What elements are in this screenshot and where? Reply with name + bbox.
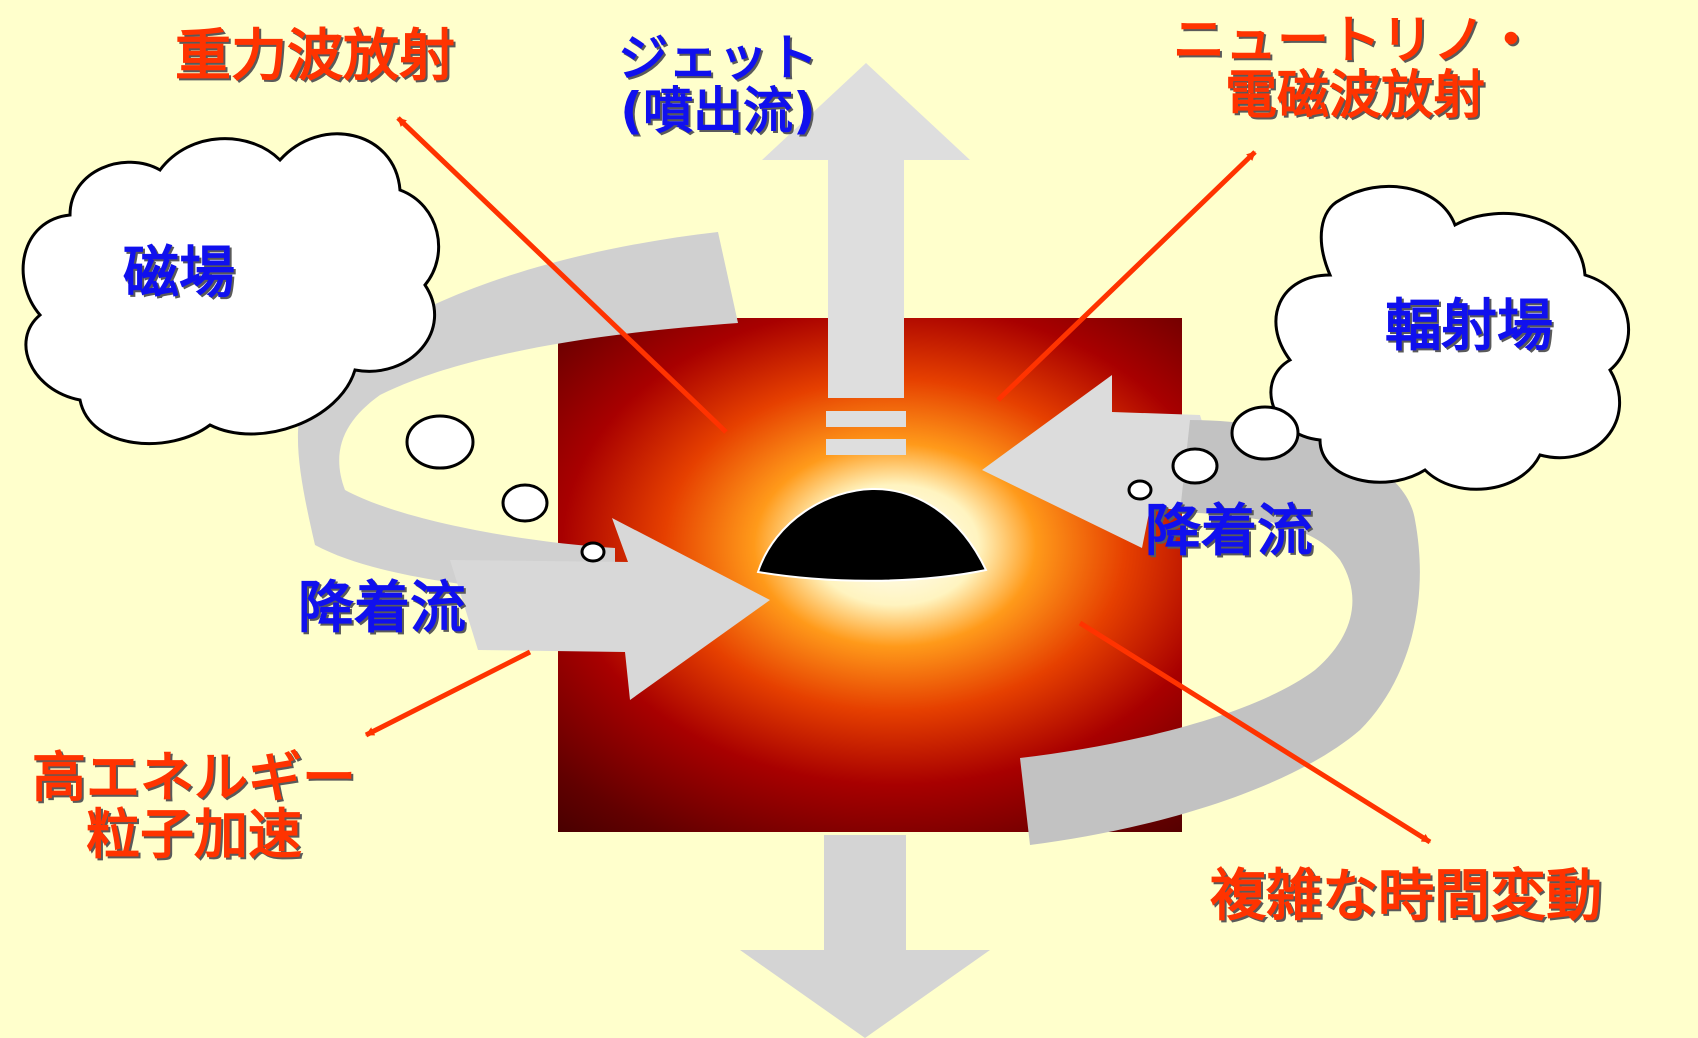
accretion-arrow-right [982, 375, 1230, 548]
radiation-field-cloud [1269, 184, 1631, 491]
label-radiation-field: 輻射場 [1385, 294, 1553, 359]
pointer-arrow-gravitational-wave [396, 116, 728, 434]
thought-bubble [1230, 405, 1300, 461]
label-accretion-left: 降着流 [298, 576, 466, 641]
label-jet-line2: (噴出流) [620, 81, 816, 140]
thought-bubble [501, 483, 549, 523]
jet-stripe [826, 439, 906, 455]
pointer-arrow-neutrino [996, 150, 1257, 402]
label-neutrino: ニュートリノ・ 電磁波放射 [1160, 14, 1550, 123]
magnetic-field-cloud [21, 132, 441, 445]
label-particle-line2: 粒子加速 [86, 802, 302, 866]
thought-bubble [1127, 479, 1153, 501]
label-accretion-right: 降着流 [1145, 499, 1313, 564]
jet-arrow-up [762, 63, 970, 398]
pointer-arrow-time-variation [1078, 620, 1432, 845]
accretion-arrow-left [450, 518, 770, 700]
thought-bubble [1171, 447, 1219, 485]
pointer-arrow-particle [364, 649, 532, 738]
thought-bubble [405, 414, 475, 470]
accretion-band-lower-right [1020, 420, 1420, 845]
label-jet-line1: ジェット [618, 29, 818, 87]
label-neutrino-line1: ニュートリノ・ [1172, 11, 1537, 71]
thought-bubble [580, 541, 606, 563]
black-hole-shadow [756, 487, 988, 582]
jet-arrow-down [740, 835, 990, 1038]
label-time-variation: 複雑な時間変動 [1210, 864, 1602, 929]
label-jet: ジェット (噴出流) [598, 32, 838, 137]
label-magnetic-field: 磁場 [123, 241, 235, 306]
label-gravitational-wave: 重力波放射 [175, 24, 455, 89]
label-particle-acceleration: 高エネルギー 粒子加速 [4, 746, 384, 866]
jet-stripe [826, 411, 906, 427]
label-particle-line1: 高エネルギー [32, 746, 356, 809]
label-neutrino-line2: 電磁波放射 [1224, 65, 1485, 126]
